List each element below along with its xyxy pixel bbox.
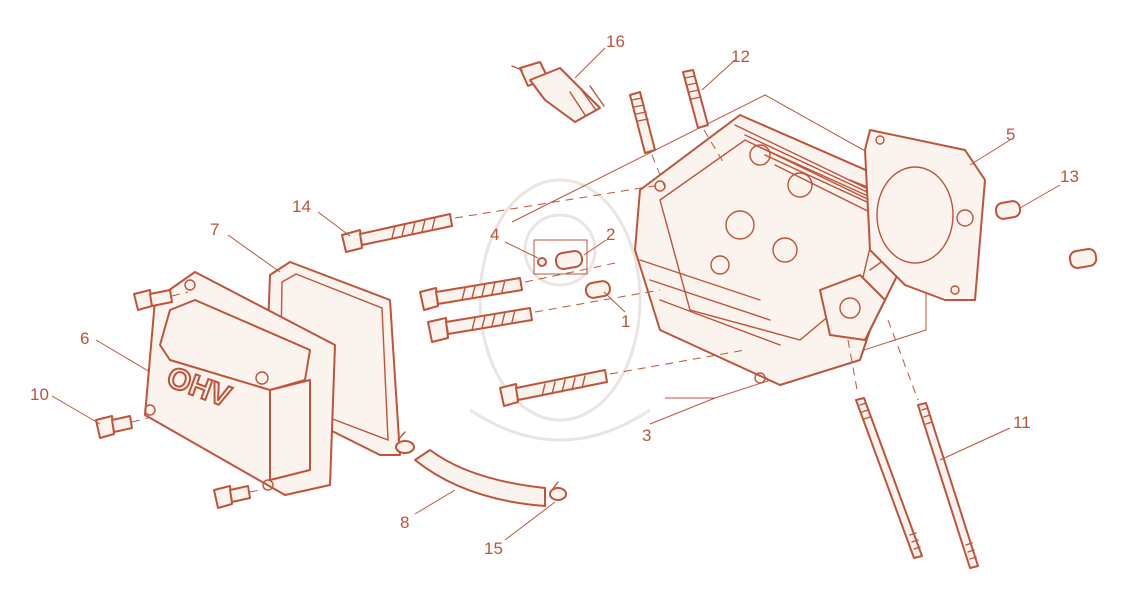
watermark-logo: [469, 178, 651, 442]
leader-lines: [51, 47, 1061, 541]
callout-11: 11: [1013, 413, 1031, 432]
breather-tube: [414, 449, 546, 507]
sleeve-13: [994, 200, 1098, 270]
callout-14: 14: [292, 197, 311, 216]
push-rod-right: [887, 319, 979, 569]
callout-15: 16: [606, 32, 625, 51]
stud-upper-right: [682, 69, 726, 166]
callout-5: 5: [1006, 125, 1015, 144]
dowel-pin-1: [584, 280, 611, 299]
stud-upper-left: [629, 91, 669, 196]
bolt-10-upper: [133, 289, 189, 311]
cylinder-head: [634, 114, 906, 386]
bolt-10-lower: [213, 485, 266, 509]
callout-4: 4: [490, 225, 499, 244]
dowel-pin-2: [533, 239, 588, 275]
bolt-mid-upper: [419, 261, 621, 311]
bolt-lower: [499, 349, 746, 407]
bolt-mid-lower: [427, 289, 661, 343]
callout-12: 12: [731, 47, 750, 66]
callout-2: 2: [606, 225, 615, 244]
callout-6: 6: [80, 329, 89, 348]
callout-10: 10: [30, 385, 49, 404]
hose-clamp-16: [549, 481, 567, 501]
bolt-14: [341, 184, 661, 253]
hose-clamp-upper: [395, 431, 415, 454]
callout-7: 7: [210, 220, 219, 239]
callout-13: 13: [1060, 167, 1079, 186]
callout-1: 1: [621, 312, 630, 331]
head-gasket: [864, 129, 986, 301]
callout-3: 3: [642, 426, 651, 445]
spark-plug: [511, 61, 605, 123]
washer-4: [537, 257, 547, 267]
callout-16: 15: [484, 539, 503, 558]
push-rod-left: [847, 339, 923, 559]
callout-8: 8: [400, 513, 409, 532]
bolt-10-left: [95, 415, 149, 439]
